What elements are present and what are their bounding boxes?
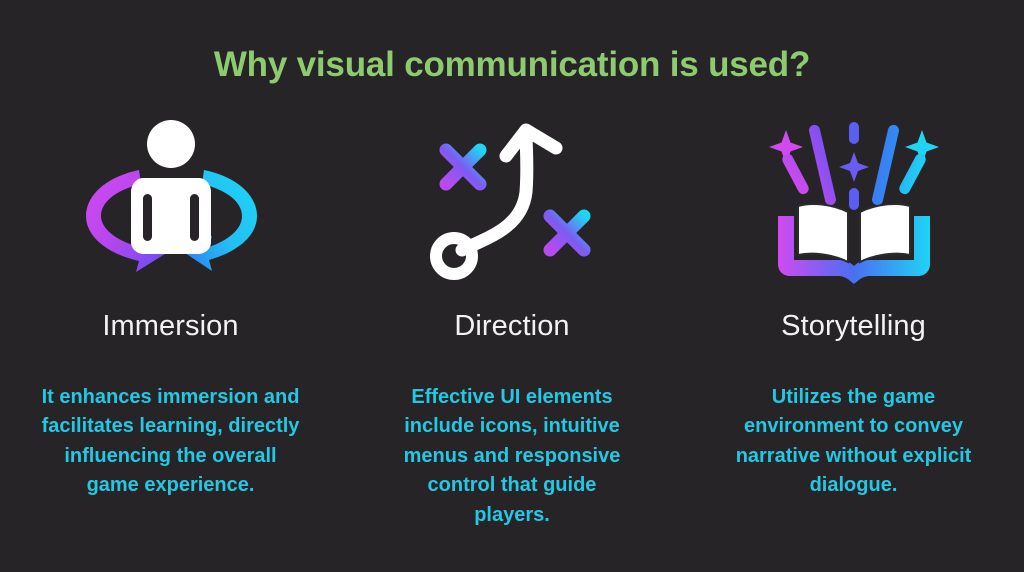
card-body-direction: Effective UI elements include icons, int… — [403, 386, 621, 526]
page-title: Why visual communication is used? — [213, 45, 811, 85]
card-body-storytelling: Utilizes the game environment to convey … — [735, 386, 972, 497]
card-heading-storytelling: Storytelling — [781, 310, 926, 342]
open-book-sparkle-icon — [764, 108, 944, 288]
card-body-immersion: It enhances immersion and facilitates le… — [41, 386, 300, 497]
card-storytelling: Storytelling Utilizes the game environme… — [683, 108, 1024, 501]
card-heading-immersion: Immersion — [102, 310, 239, 342]
person-360-rotation-icon — [81, 108, 261, 288]
card-heading-direction: Direction — [454, 310, 570, 342]
card-direction: Direction Effective UI elements include … — [342, 108, 683, 530]
strategy-curved-arrow-icon — [422, 108, 602, 288]
card-immersion: Immersion It enhances immersion and faci… — [0, 108, 341, 501]
cards-row: Immersion It enhances immersion and faci… — [0, 108, 1024, 530]
